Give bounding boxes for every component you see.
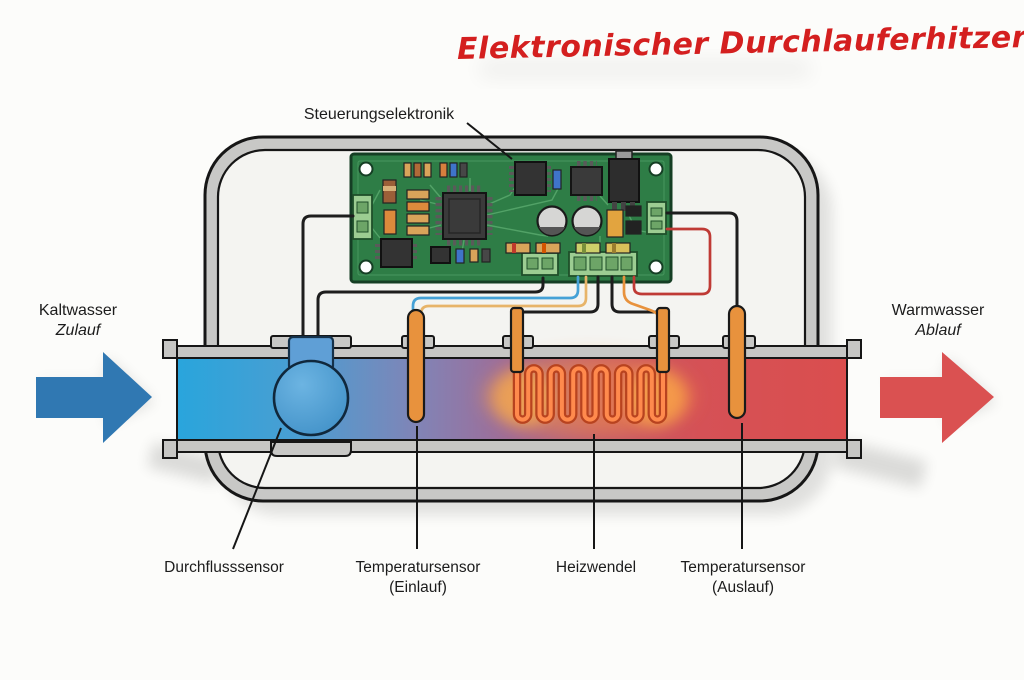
pipe-end-flanges <box>162 339 862 459</box>
wire-flow-sensor-1 <box>301 214 355 340</box>
leader-lines <box>232 122 743 550</box>
temp-sensor-outlet-probe <box>727 304 747 420</box>
flow-arrows <box>36 352 996 443</box>
hot-outlet-label-line1: Warmwasser <box>891 302 985 319</box>
temp-sensor-outlet-label-line2: (Auslauf) <box>711 579 775 596</box>
temp-sensor-inlet-label-line2: (Einlauf) <box>389 579 447 596</box>
wire-temp-inlet-blue <box>411 275 580 315</box>
hot-outlet-label-line2: Ablauf <box>915 322 961 339</box>
cold-water-arrow <box>36 352 152 443</box>
cold-inlet-label-line2: Zulauf <box>55 322 101 339</box>
pcb-connectors <box>352 194 667 277</box>
ic-chips <box>375 150 640 268</box>
coil-lead-left <box>509 306 525 374</box>
heating-coil <box>512 364 668 424</box>
sensors <box>272 304 747 437</box>
flow-sensor-body <box>272 359 350 437</box>
temp-sensor-outlet-label-line1: Temperatursensor <box>680 559 806 576</box>
wire-red-loop <box>632 227 712 296</box>
leader-flow-sensor <box>232 427 282 550</box>
hot-water-arrow <box>880 352 994 443</box>
heating-coil-label: Heizwendel <box>555 559 637 576</box>
wiring <box>301 211 739 340</box>
temp-sensor-inlet-probe <box>406 308 426 424</box>
flow-sensor-label: Durchflusssensor <box>164 559 284 576</box>
transistor-cans <box>536 205 603 237</box>
control-electronics-label: Steuerungselektronik <box>303 106 455 123</box>
coil-lead-right <box>655 306 671 374</box>
wire-flow-sensor-2 <box>316 276 545 340</box>
cold-inlet-label-line1: Kaltwasser <box>38 302 118 319</box>
pcb-mounting-holes <box>358 161 664 275</box>
leader-control-electronics <box>466 122 513 160</box>
wire-temp-inlet-tan <box>419 275 588 316</box>
microcontroller-chip <box>435 185 493 246</box>
pcb-board <box>349 150 673 284</box>
passive-components <box>382 162 642 264</box>
temp-sensor-inlet-label-line1: Temperatursensor <box>355 559 481 576</box>
wire-temp-outlet-black <box>665 211 739 307</box>
